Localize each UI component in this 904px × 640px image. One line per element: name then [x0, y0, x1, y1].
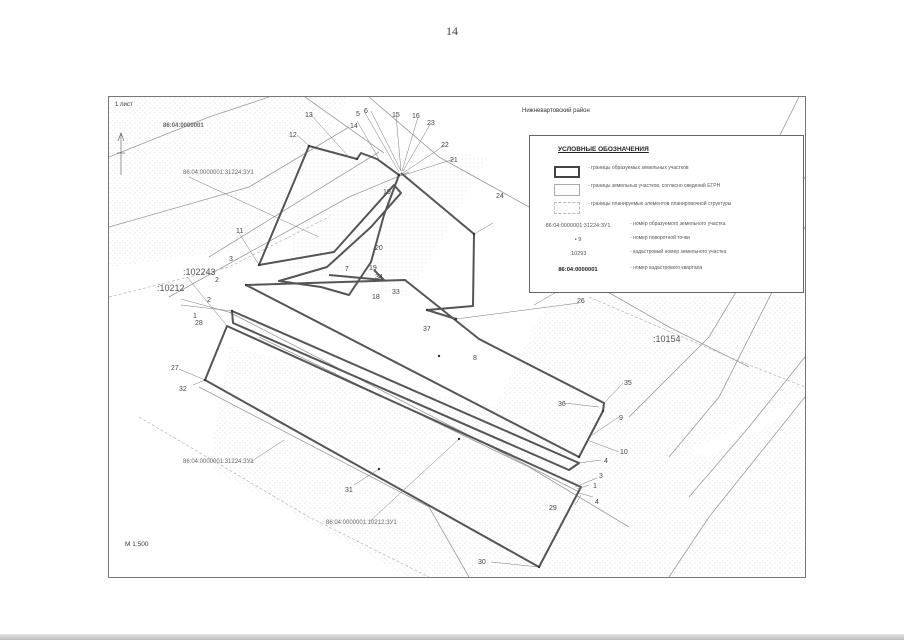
point-label: 3: [599, 473, 603, 480]
quarter-area-south: [209, 347, 805, 577]
point-label: 6: [364, 108, 368, 115]
formed-parcel-label: 86:04:0000001:31224:ЗУ1: [183, 170, 254, 176]
quarter-area-north: [109, 97, 349, 267]
north-arrow-icon: [117, 132, 125, 175]
point-label: 3: [229, 256, 233, 263]
parcel-number-label: :10154: [653, 334, 681, 344]
legend-desc: - границы планируемых элементов планиров…: [588, 201, 732, 207]
map-scale: М 1:500: [125, 541, 149, 548]
sheet-label: 1 лист: [115, 102, 133, 108]
point-label: 1: [593, 483, 597, 490]
point-label: 18: [372, 294, 380, 301]
point-label: 19: [369, 265, 377, 272]
point-label: 1: [193, 313, 197, 320]
legend-row-quarter: 86:04:0000001 - номер кадастрового кварт…: [530, 264, 803, 282]
point-label: 29: [549, 505, 557, 512]
point-label: 21: [450, 157, 458, 164]
point-label: 31: [345, 487, 353, 494]
point-label: 22: [441, 142, 449, 149]
point-label: 10: [383, 189, 391, 196]
point-label: 9: [619, 415, 623, 422]
vertex-points: [203, 144, 605, 569]
point-label: 20: [375, 245, 383, 252]
point-label: 34: [375, 274, 383, 281]
point-number-symbol: • 9: [574, 237, 582, 243]
quarter-number: 86:04:0000001: [163, 123, 204, 129]
point-label: 13: [305, 112, 313, 119]
point-label: 12: [289, 132, 297, 139]
legend-row-parcel-number: 86:04:0000001:31224:ЗУ1 - номер образуем…: [530, 220, 803, 238]
parcel-number-label: :102243: [183, 267, 216, 277]
legend-desc: - номер поворотной точки: [630, 235, 690, 241]
point-label: 32: [179, 386, 187, 393]
point-label: 4: [595, 499, 599, 506]
leader-lines: [178, 110, 624, 568]
point-label: 37: [423, 326, 431, 333]
legend-desc: - границы образуемых земельных участков: [588, 165, 689, 171]
legend-row-formed-parcel: - границы образуемых земельных участков: [530, 164, 803, 182]
point-label: 8: [473, 355, 477, 362]
page-number: 14: [446, 24, 458, 38]
legend-row-egrn: - границы земельных участков, согласно с…: [530, 182, 803, 200]
point-label: 23: [427, 120, 435, 127]
legend-row-point: • 9 - номер поворотной точки: [530, 234, 803, 252]
point-label: 5: [356, 111, 360, 118]
quarter-number-symbol: 86:04:0000001: [558, 267, 598, 273]
formed-parcel-label: 86:04:0000001:10212:ЗУ1: [326, 520, 397, 526]
point-label: 2: [215, 277, 219, 284]
point-label: 24: [496, 193, 504, 200]
legend-title: УСЛОВНЫЕ ОБОЗНАЧЕНИЯ: [558, 146, 649, 153]
point-label: 10: [620, 449, 628, 456]
point-label: 35: [624, 380, 632, 387]
legend-row-planning: - границы планируемых элементов планиров…: [530, 200, 803, 218]
quarter-area-10154: [489, 297, 805, 477]
survey-drawing: 13 14 5 6 15 16 23 22 21 12 24 11 10 19 …: [109, 97, 805, 577]
formed-parcel-label: 86:04:0000001:31224:ЗУ1: [183, 459, 254, 465]
legend: УСЛОВНЫЕ ОБОЗНАЧЕНИЯ - границы образуемы…: [529, 135, 804, 293]
planning-boundaries: [109, 216, 805, 577]
point-label: 7: [345, 266, 349, 273]
formed-parcel-symbol: [554, 166, 580, 178]
point-label: 14: [350, 123, 358, 130]
point-label: 2: [207, 297, 211, 304]
parcel-number-label: :10212: [157, 283, 185, 293]
bottom-scrollbar[interactable]: [0, 634, 904, 640]
legend-desc: - номер образуемого земельного участка: [630, 221, 726, 227]
parcel-area-102243: [289, 137, 489, 297]
legend-row-cadastral: :10293 - кадастровый номер земельного уч…: [530, 248, 803, 266]
point-label: 4: [604, 458, 608, 465]
point-label: 28: [195, 320, 203, 327]
point-label: 30: [478, 559, 486, 566]
point-label: 16: [412, 113, 420, 120]
district-label: Нижневартовский район: [522, 108, 590, 114]
planning-boundary-symbol: [554, 202, 580, 214]
point-label: 33: [392, 289, 400, 296]
legend-desc: - номер кадастрового квартала: [630, 265, 703, 271]
legend-desc: - кадастровый номер земельного участка: [630, 249, 727, 255]
point-label: 36: [558, 401, 566, 408]
point-label: 26: [577, 298, 585, 305]
map-frame: 13 14 5 6 15 16 23 22 21 12 24 11 10 19 …: [108, 96, 806, 578]
cadastral-number-symbol: :10293: [569, 251, 587, 257]
point-label: 27: [171, 365, 179, 372]
point-label: 15: [392, 112, 400, 119]
legend-desc: - границы земельных участков, согласно с…: [588, 183, 721, 189]
point-label: 11: [236, 228, 243, 235]
egrn-boundary-symbol: [554, 184, 580, 196]
parcel-number-symbol: 86:04:0000001:31224:ЗУ1: [545, 223, 611, 229]
